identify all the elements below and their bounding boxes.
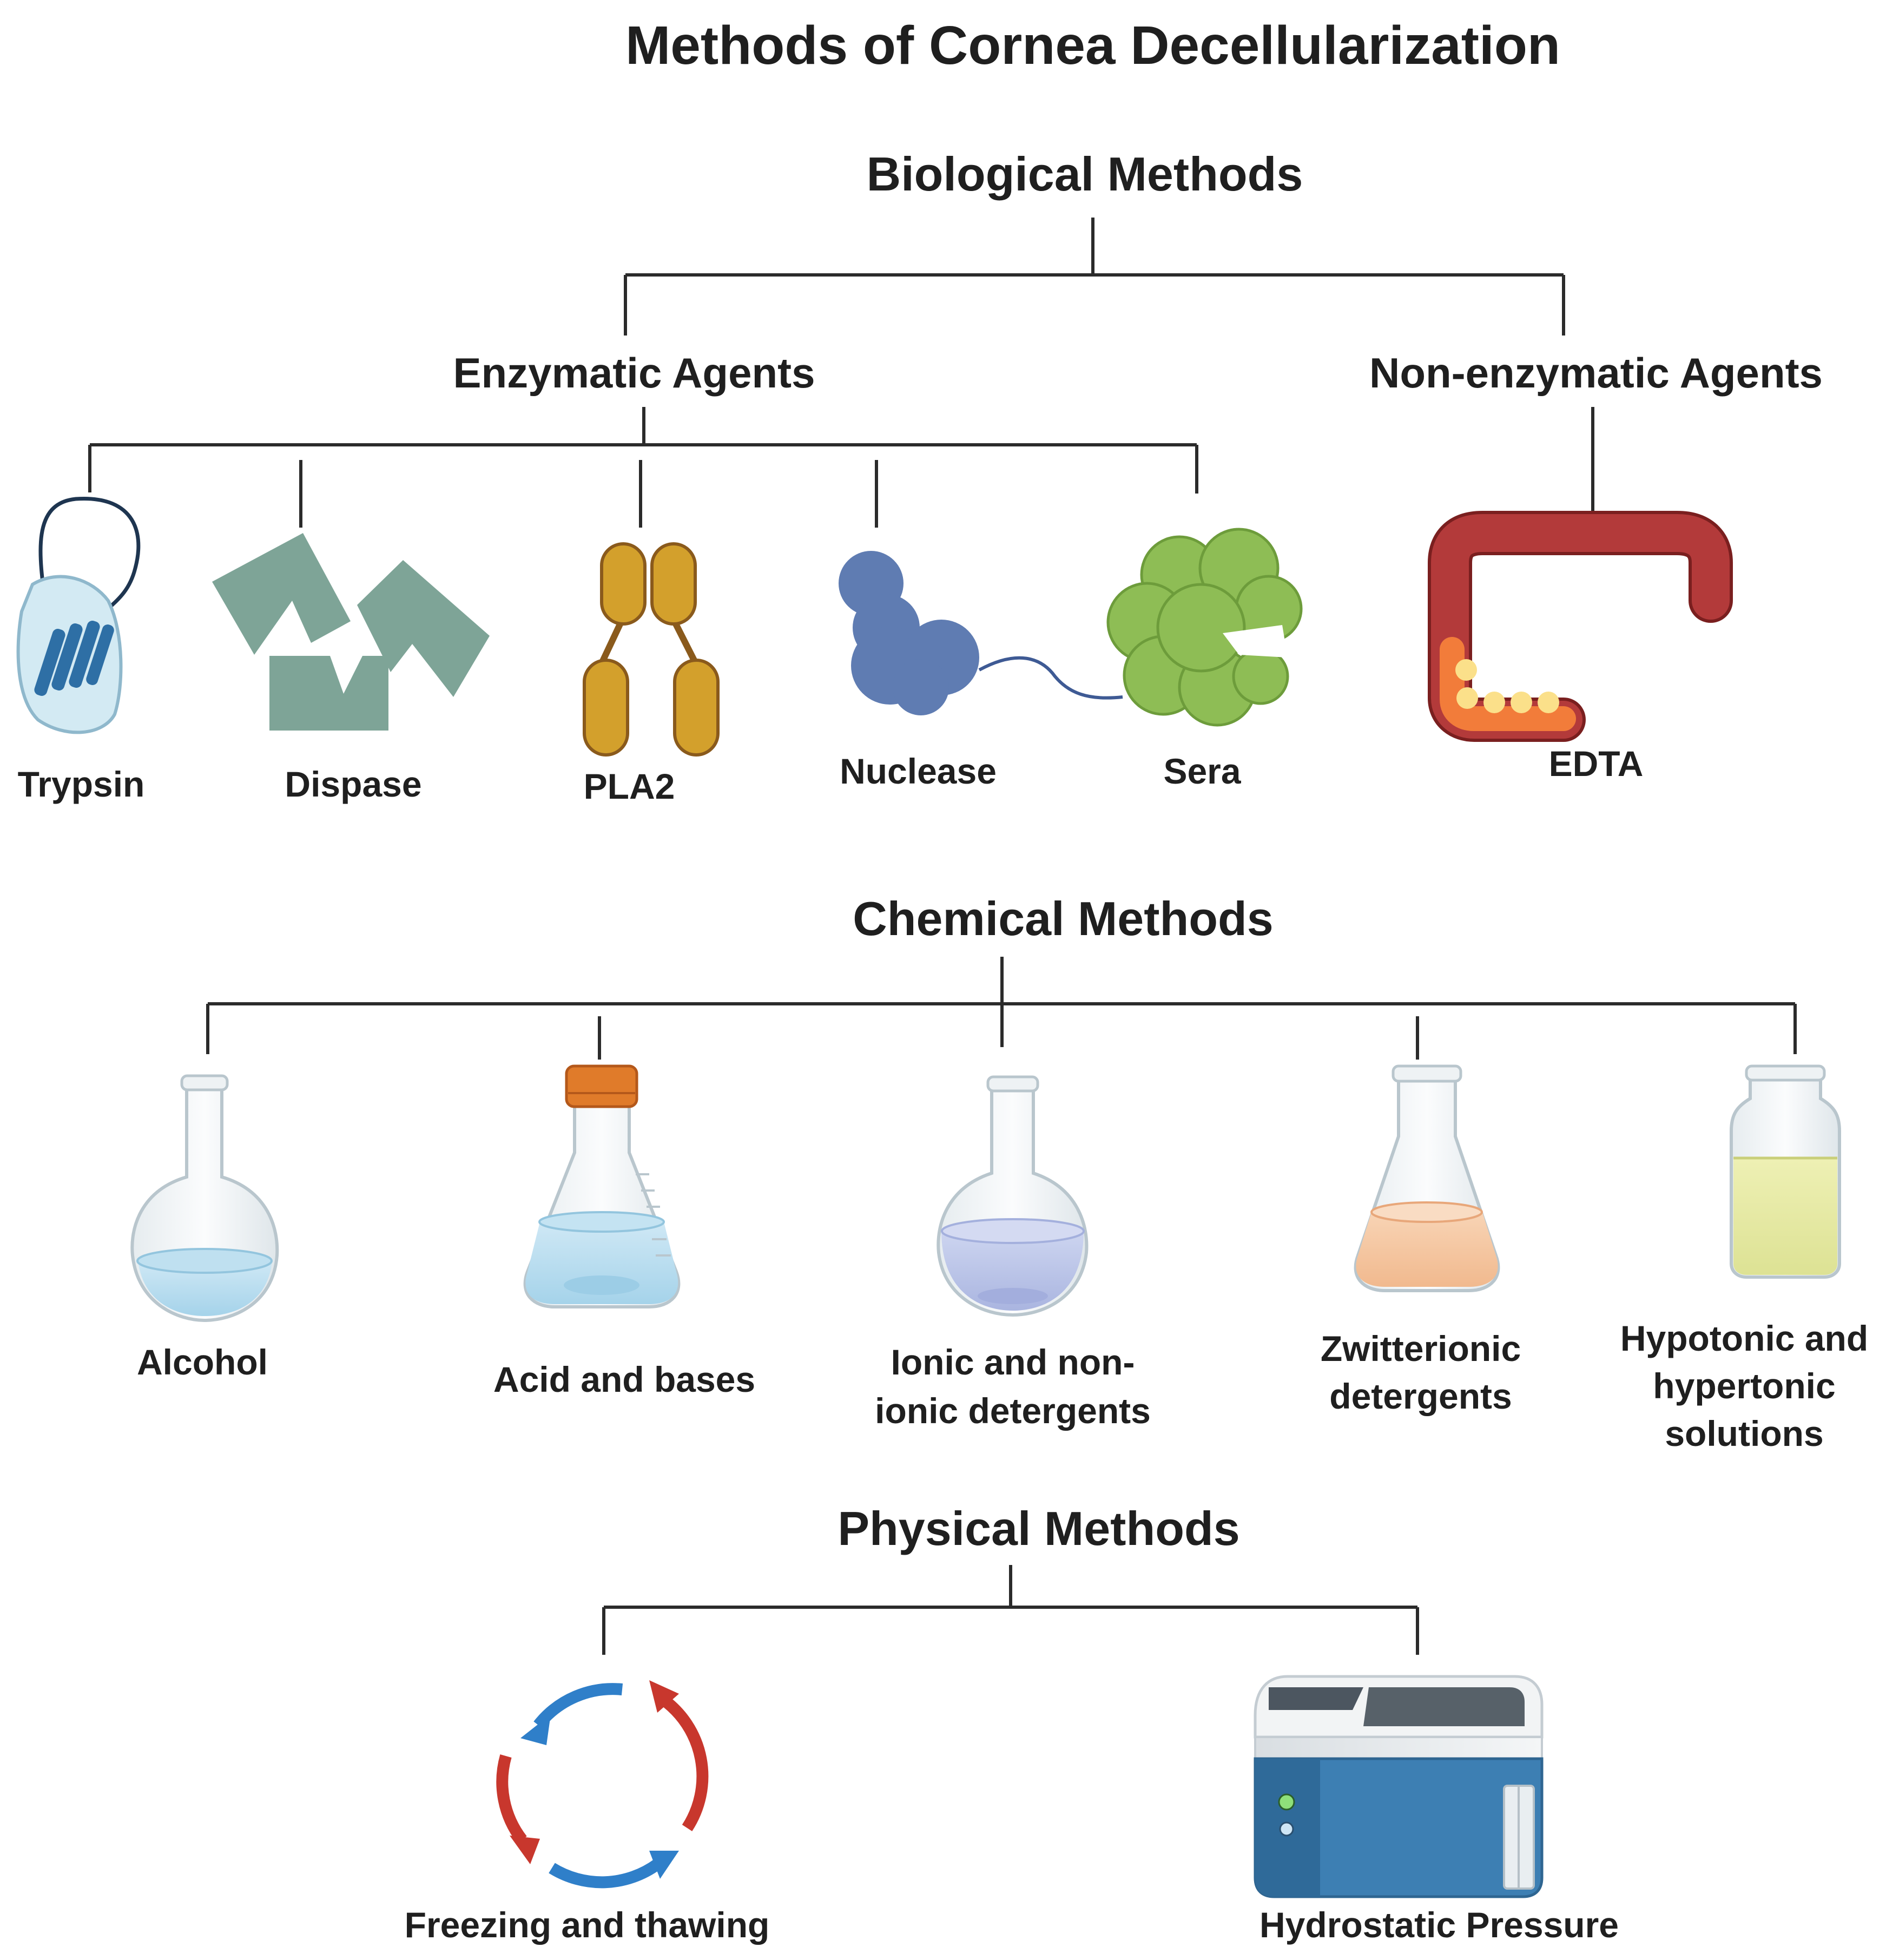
- biological-connectors: [624, 218, 1565, 336]
- alcohol-label: Alcohol: [137, 1342, 268, 1382]
- trypsin-enzyme-icon: [16, 496, 141, 734]
- dispase-label: Dispase: [285, 764, 421, 804]
- dispase-enzyme-icon: [212, 533, 490, 731]
- sera-protein-icon: [1106, 528, 1303, 727]
- freezing-and-thawing-label: Freezing and thawing: [405, 1905, 770, 1945]
- round-flask-icon: [937, 1075, 1089, 1317]
- edta-label: EDTA: [1549, 744, 1644, 784]
- hydrostatic-pressure-label: Hydrostatic Pressure: [1259, 1905, 1619, 1945]
- vial-icon: [1730, 1064, 1841, 1279]
- nuclease-label: Nuclease: [840, 751, 997, 791]
- ionic-detergents-label-line2: ionic detergents: [875, 1391, 1151, 1431]
- freeze-thaw-cycle-icon: [496, 1680, 709, 1889]
- chemical-connectors: [206, 957, 1797, 1060]
- chemical-methods-heading: Chemical Methods: [853, 892, 1273, 945]
- physical-methods-heading: Physical Methods: [838, 1502, 1239, 1555]
- pressure-machine-icon: [1254, 1675, 1544, 1898]
- zwitterionic-label-line2: detergents: [1329, 1376, 1512, 1416]
- physical-connectors: [602, 1565, 1419, 1655]
- solutions-label-line3: solutions: [1665, 1413, 1823, 1453]
- erlenmeyer-flask-capped-icon: [523, 1064, 681, 1308]
- sera-label: Sera: [1163, 751, 1241, 791]
- enzymatic-connectors: [88, 407, 1198, 528]
- trypsin-label: Trypsin: [18, 764, 145, 804]
- edta-chelator-icon: [1428, 511, 1733, 742]
- biological-methods-heading: Biological Methods: [867, 147, 1303, 201]
- acid-and-bases-label: Acid and bases: [493, 1359, 755, 1399]
- round-flask-icon: [130, 1074, 279, 1323]
- nuclease-enzyme-icon: [839, 551, 1123, 715]
- pla2-label: PLA2: [584, 766, 675, 806]
- solutions-label-line1: Hypotonic and: [1620, 1318, 1868, 1358]
- pla2-enzyme-icon: [583, 542, 720, 757]
- non-enzymatic-agents-heading: Non-enzymatic Agents: [1369, 349, 1823, 397]
- ionic-detergents-label-line1: Ionic and non-: [891, 1342, 1135, 1382]
- zwitterionic-label-line1: Zwitterionic: [1321, 1328, 1521, 1369]
- solutions-label-line2: hypertonic: [1653, 1366, 1835, 1406]
- page-title: Methods of Cornea Decellularization: [625, 15, 1560, 76]
- erlenmeyer-flask-icon: [1354, 1064, 1500, 1292]
- enzymatic-agents-heading: Enzymatic Agents: [453, 349, 815, 397]
